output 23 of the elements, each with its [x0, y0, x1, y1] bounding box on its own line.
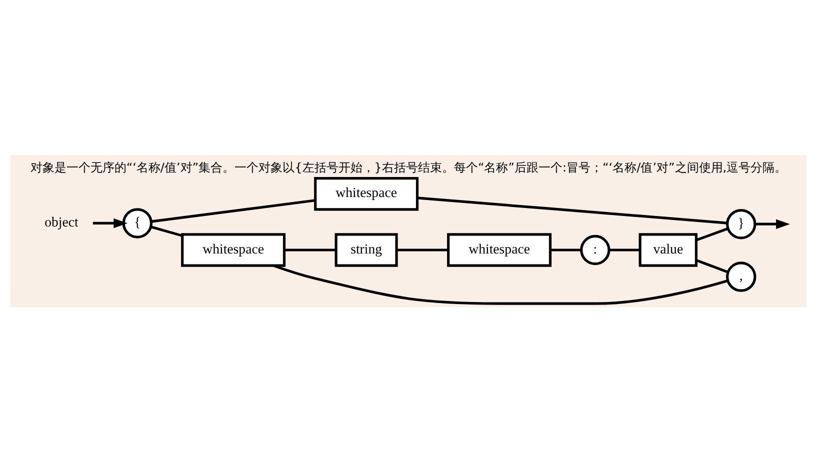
node-circle: }: [726, 208, 756, 239]
node-box: whitespace: [181, 232, 286, 266]
connector: [696, 226, 728, 241]
node-box: whitespace: [447, 232, 552, 266]
node-box: value: [638, 232, 698, 266]
node-box: whitespace: [314, 176, 419, 210]
node-box: string: [334, 232, 398, 266]
arrow: [754, 218, 790, 228]
connector: [273, 264, 728, 304]
node-circle: ,: [726, 261, 756, 292]
connector: [151, 198, 316, 222]
node-text: object: [44, 214, 78, 230]
connector: [284, 248, 336, 251]
connector: [417, 196, 728, 224]
connector: [550, 248, 582, 251]
node-circle: :: [580, 234, 610, 265]
diagram-title: 对象是一个无序的“‘名称/值’对”集合。一个对象以{左括号开始，}右括号结束。每个“名称”后跟一个:冒号；“‘名称/值’对”之间使用,逗号分隔。: [30, 160, 787, 174]
connector: [150, 225, 182, 236]
node-circle: {: [122, 208, 153, 238]
connector: [696, 258, 728, 273]
connector: [396, 248, 448, 251]
arrow: [92, 218, 128, 228]
connector: [609, 248, 640, 251]
